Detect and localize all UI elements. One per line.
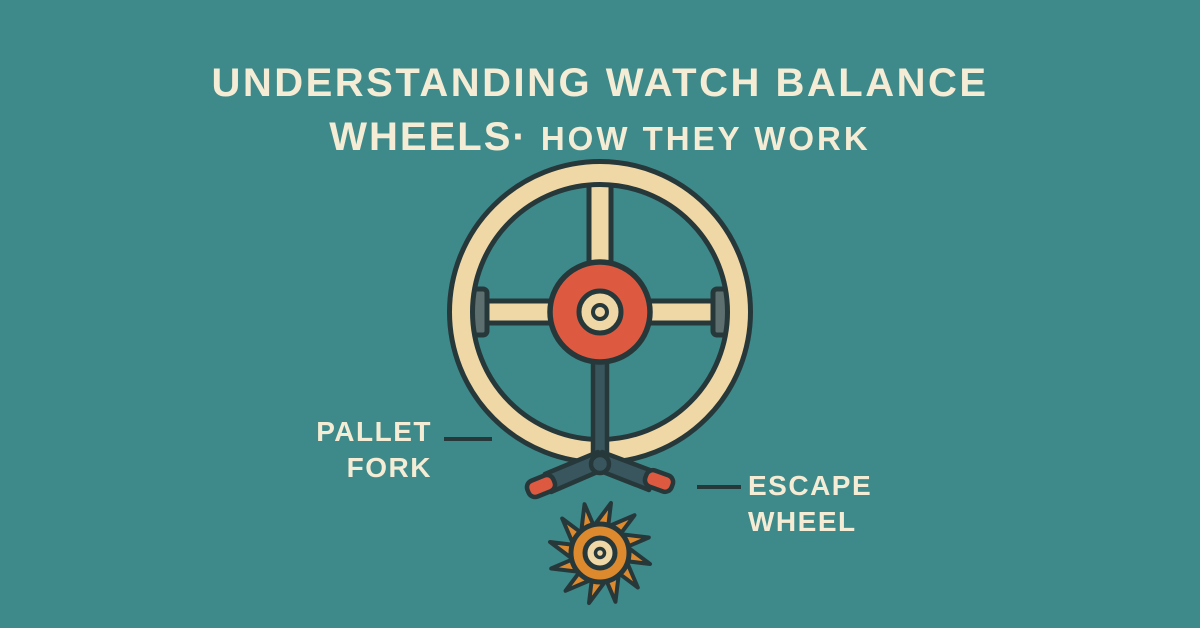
pallet-jewel-right (642, 467, 676, 495)
page-title: UNDERSTANDING WATCH BALANCE WHEELS· HOW … (0, 58, 1200, 162)
label-pallet-fork-line1: PALLET (316, 416, 432, 447)
label-pallet-fork: PALLET FORK (316, 414, 432, 486)
balance-wheel-hub (547, 259, 653, 365)
title-line-1: UNDERSTANDING WATCH BALANCE (211, 61, 989, 105)
title-line-2: WHEELS· HOW THEY WORK (0, 112, 1200, 162)
pallet-fork (524, 309, 676, 500)
label-pallet-fork-line2: FORK (346, 451, 432, 483)
label-escape-wheel-line2: WHEEL (748, 505, 857, 537)
escape-wheel (548, 501, 652, 605)
title-line-2-sub: HOW THEY WORK (540, 120, 871, 157)
title-line-2-main: WHEELS· (329, 115, 528, 159)
label-escape-wheel-line1: ESCAPE (748, 470, 873, 501)
pallet-fork-pivot (588, 452, 612, 476)
pallet-jewel-left (524, 472, 558, 500)
label-escape-wheel: ESCAPE WHEEL (748, 468, 872, 540)
